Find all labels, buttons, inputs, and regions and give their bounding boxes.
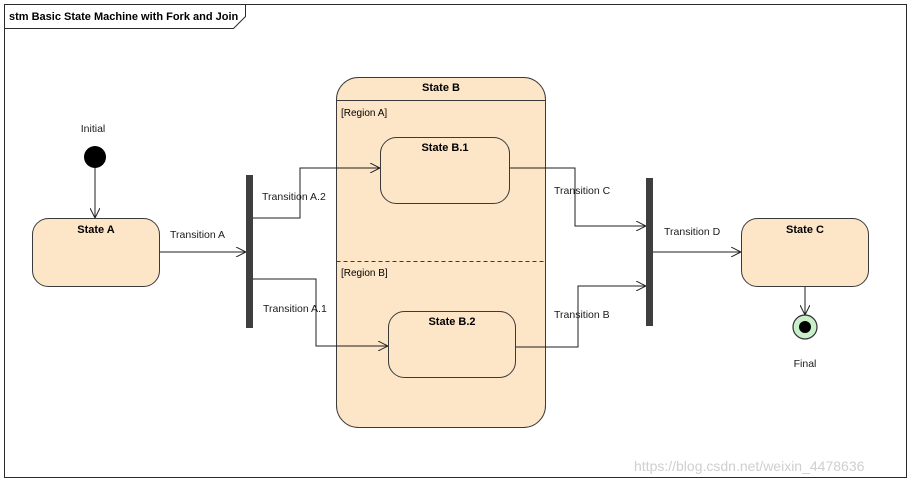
region-a-label: [Region A] bbox=[341, 108, 387, 119]
initial-label: Initial bbox=[81, 123, 106, 135]
state-b-title: State B bbox=[422, 82, 460, 94]
state-c-title: State C bbox=[786, 224, 824, 236]
transition-a1-edge[interactable] bbox=[253, 278, 387, 346]
transition-a2-label: Transition A.2 bbox=[262, 191, 326, 203]
fork-bar[interactable] bbox=[246, 175, 253, 328]
transition-b-edge[interactable] bbox=[516, 286, 645, 348]
final-node-core bbox=[799, 321, 811, 333]
final-label: Final bbox=[794, 358, 817, 370]
initial-node[interactable] bbox=[84, 146, 106, 168]
transition-d-label: Transition D bbox=[664, 226, 721, 238]
watermark-text: https://blog.csdn.net/weixin_4478636 bbox=[634, 458, 865, 474]
state-c[interactable] bbox=[741, 218, 869, 287]
state-a[interactable] bbox=[32, 218, 160, 287]
transition-c-edge[interactable] bbox=[510, 167, 645, 226]
transition-a-label: Transition A bbox=[170, 229, 225, 241]
state-b2-title: State B.2 bbox=[428, 316, 475, 328]
state-b1[interactable] bbox=[380, 137, 510, 204]
transition-a1-label: Transition A.1 bbox=[263, 303, 327, 315]
frame-title-tab bbox=[4, 4, 246, 29]
watermark-clip: https://blog.csdn.net/weixin_4478636 bbox=[634, 458, 865, 474]
diagram-frame bbox=[4, 4, 907, 478]
region-b-label: [Region B] bbox=[341, 268, 388, 279]
transition-b-label: Transition B bbox=[554, 309, 610, 321]
transition-a2-edge[interactable] bbox=[253, 168, 379, 219]
join-bar[interactable] bbox=[646, 178, 653, 326]
state-a-title: State A bbox=[77, 224, 115, 236]
frame-title: stm Basic State Machine with Fork and Jo… bbox=[9, 11, 238, 23]
transition-c-label: Transition C bbox=[554, 185, 611, 197]
state-b2[interactable] bbox=[388, 311, 516, 378]
state-b1-title: State B.1 bbox=[421, 142, 468, 154]
